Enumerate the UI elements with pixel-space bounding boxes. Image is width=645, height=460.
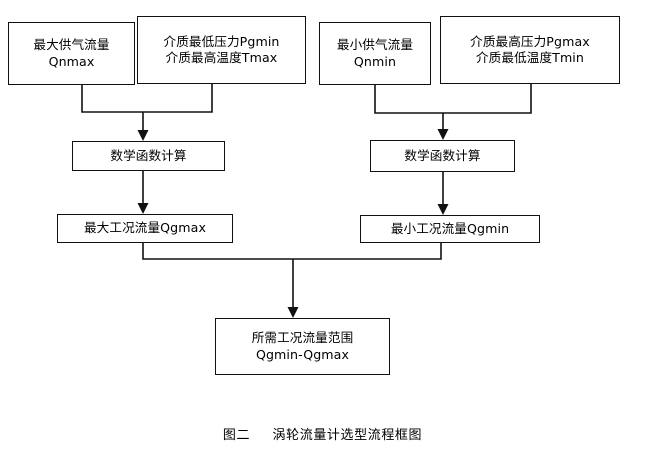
- node-max-pressure-min-temp-line1: 介质最高压力Pgmax: [470, 33, 590, 49]
- node-qgmax-label: 最大工况流量Qgmax: [83, 220, 206, 236]
- node-required-range-line1: 所需工况流量范围: [251, 330, 354, 346]
- node-max-pressure-min-temp[interactable]: 介质最高压力Pgmax 介质最低温度Tmin: [440, 16, 620, 84]
- node-required-range-line2: Qgmin-Qgmax: [255, 346, 350, 362]
- figure-caption-title: 涡轮流量计选型流程框图: [272, 428, 423, 443]
- arrowhead-into-required-range: [287, 307, 299, 318]
- node-math-function-right-label: 数学函数计算: [404, 147, 481, 163]
- node-max-supply-flow-line2: Qnmax: [48, 53, 95, 69]
- node-max-supply-flow[interactable]: 最大供气流量 Qnmax: [8, 22, 135, 85]
- connector-minflow-to-mathright: [374, 84, 532, 114]
- node-math-function-left[interactable]: 数学函数计算: [72, 141, 225, 171]
- node-qgmax[interactable]: 最大工况流量Qgmax: [57, 214, 233, 243]
- arrowhead-into-qgmax: [137, 203, 149, 214]
- figure-caption-label: 图二: [222, 428, 251, 443]
- arrowhead-into-mathright: [437, 129, 449, 140]
- node-math-function-right[interactable]: 数学函数计算: [370, 140, 515, 172]
- arrowhead-into-mathleft: [137, 130, 149, 141]
- node-max-supply-flow-line1: 最大供气流量: [33, 37, 110, 53]
- node-min-pressure-max-temp-line2: 介质最高温度Tmax: [165, 50, 278, 65]
- node-min-supply-flow-line2: Qnmin: [353, 53, 397, 69]
- node-min-supply-flow[interactable]: 最小供气流量 Qnmin: [319, 22, 431, 85]
- node-math-function-left-label: 数学函数计算: [110, 147, 187, 163]
- connector-maxflow-to-mathleft: [81, 84, 213, 113]
- arrowhead-into-qgmin: [437, 204, 449, 215]
- node-min-supply-flow-line1: 最小供气流量: [336, 37, 414, 53]
- connector-qgmax-qgmin-merge: [142, 243, 442, 260]
- node-qgmin[interactable]: 最小工况流量Qgmin: [360, 215, 540, 243]
- node-required-range[interactable]: 所需工况流量范围 Qgmin-Qgmax: [215, 318, 390, 375]
- node-max-pressure-min-temp-line2: 介质最低温度Tmin: [475, 50, 584, 65]
- node-min-pressure-max-temp[interactable]: 介质最低压力Pgmin 介质最高温度Tmax: [137, 16, 306, 84]
- node-min-pressure-max-temp-line1: 介质最低压力Pgmin: [163, 33, 280, 49]
- figure-caption: 图二 涡轮流量计选型流程框图: [0, 424, 645, 443]
- node-qgmin-label: 最小工况流量Qgmin: [390, 220, 510, 236]
